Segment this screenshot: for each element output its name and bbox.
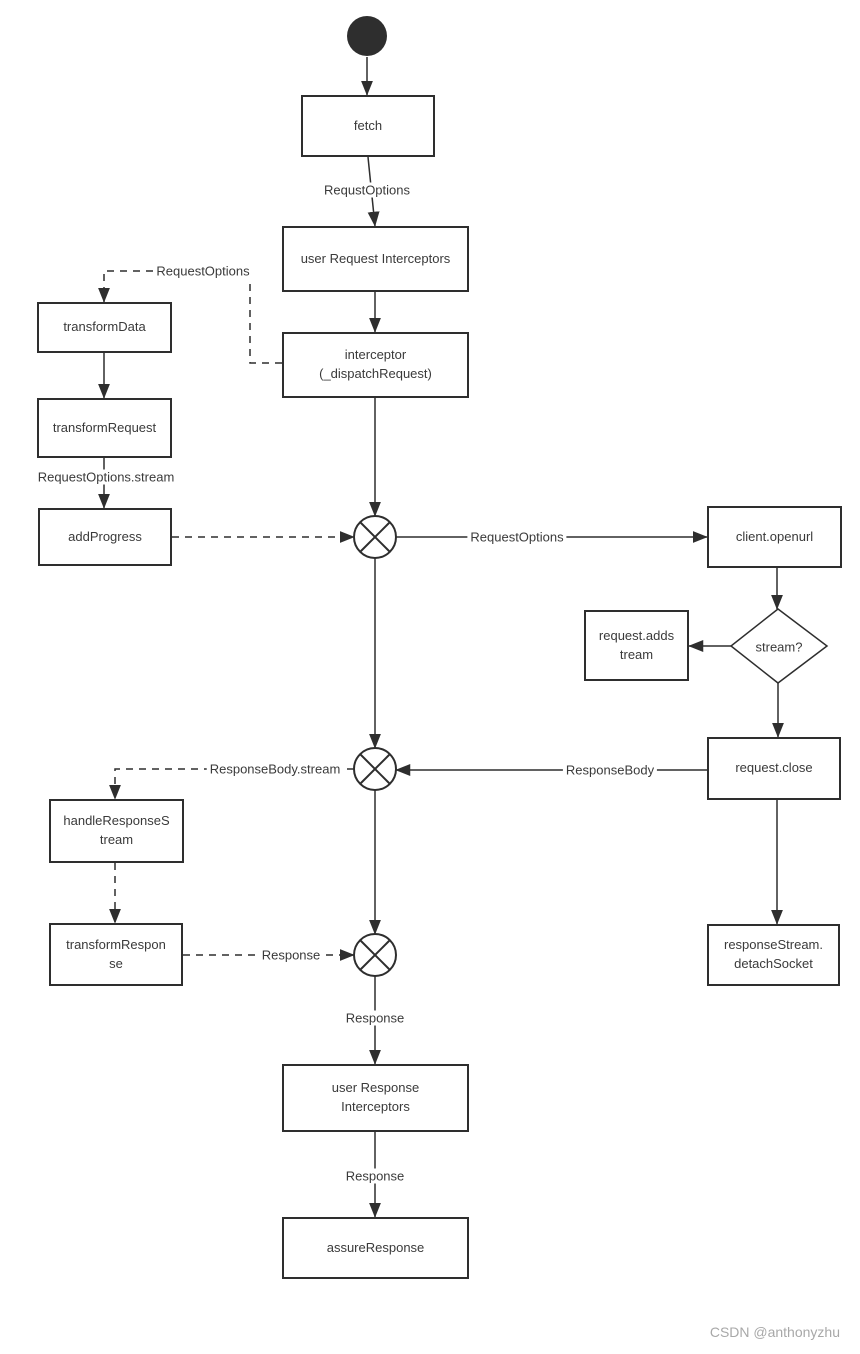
decision-diamond [729, 608, 829, 684]
node-transform-request-label: transformRequest [52, 419, 157, 435]
node-transform-response: transformRespon se [49, 923, 183, 986]
node-interceptor-dispatch-request: interceptor (_dispatchRequest) [282, 332, 469, 398]
node-handle-response-stream: handleResponseS tream [49, 799, 184, 863]
node-response-stream-detach-socket: responseStream. detachSocket [707, 924, 840, 986]
node-client-openurl-label: client.openurl [735, 528, 814, 544]
edge-label-requestoptions-stream: RequestOptions.stream [34, 469, 178, 485]
node-detach-socket-label-line1: responseStream. [724, 937, 823, 953]
edge-label-responsebody: ResponseBody [562, 762, 658, 778]
node-handle-response-stream-label-line2: tream [99, 832, 134, 847]
edge-label-responsebody-stream: ResponseBody.stream [206, 761, 344, 777]
node-user-response-interceptors-label-line1: user Response [331, 1080, 420, 1096]
edge-label-requstoptions: RequstOptions [321, 182, 413, 198]
node-client-openurl: client.openurl [707, 506, 842, 568]
junction1-crossed-circle-icon [353, 515, 397, 559]
node-transform-data: transformData [37, 302, 172, 353]
csdn-watermark: CSDN @anthonyzhu [709, 1324, 840, 1340]
node-user-request-interceptors: user Request Interceptors [282, 226, 469, 292]
edge-label-response-mid: Response [342, 1010, 408, 1026]
edge-label-requestoptions-main: RequestOptions [467, 529, 567, 545]
node-transform-response-label-line1: transformRespon [66, 936, 166, 952]
node-add-progress-label: addProgress [68, 528, 142, 544]
junction3-crossed-circle-icon [353, 933, 397, 977]
node-fetch: fetch [301, 95, 435, 157]
node-fetch-label: fetch [353, 117, 383, 133]
node-transform-request: transformRequest [37, 398, 172, 458]
edge-label-response-bottom: Response [342, 1168, 408, 1184]
node-request-close-label: request.close [735, 760, 813, 776]
node-interceptor-label-line2: (_dispatchRequest) [319, 366, 432, 381]
node-transform-data-label: transformData [63, 319, 146, 335]
node-transform-response-label-line2: se [109, 955, 123, 971]
junction2-crossed-circle-icon [353, 747, 397, 791]
edge-label-response-dashed: Response [258, 947, 324, 963]
edge-label-requestoptions-dashed: RequestOptions [153, 263, 253, 279]
node-add-progress: addProgress [38, 508, 172, 566]
node-assure-response: assureResponse [282, 1217, 469, 1279]
node-interceptor-label-line1: interceptor [344, 347, 407, 363]
node-handle-response-stream-label-line1: handleResponseS [63, 813, 170, 829]
node-request-close: request.close [707, 737, 841, 800]
node-user-response-interceptors-label-line2: Interceptors [341, 1099, 410, 1114]
node-request-addstream-label-line1: request.adds [598, 627, 675, 643]
decision-stream-label: stream? [755, 639, 803, 655]
start-node-icon [347, 16, 387, 56]
node-user-request-interceptors-label: user Request Interceptors [300, 250, 451, 266]
node-request-addstream: request.adds tream [584, 610, 689, 681]
node-assure-response-label: assureResponse [326, 1239, 425, 1255]
node-user-response-interceptors: user Response Interceptors [282, 1064, 469, 1132]
node-request-addstream-label-line2: tream [619, 646, 654, 662]
node-detach-socket-label-line2: detachSocket [734, 956, 813, 971]
